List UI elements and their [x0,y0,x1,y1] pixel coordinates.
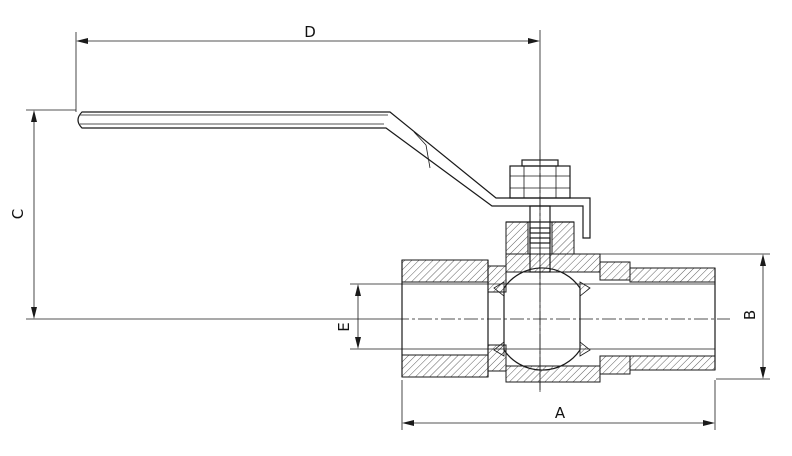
dimension-e: E [335,283,402,350]
dimension-label-e: E [335,322,353,331]
stem-bonnet [505,205,575,273]
dimension-label-a: A [555,404,566,422]
valve-body [401,253,716,383]
dimension-b: B [600,253,770,380]
dimension-label-c: C [9,209,27,219]
dimension-c: C [9,109,395,320]
dimension-label-d: D [304,23,316,41]
stem-nut [509,159,571,199]
dimension-d: D [75,23,541,390]
lever-handle [77,111,591,239]
ball [488,267,600,371]
dimension-a: A [401,380,716,430]
dimension-label-b: B [741,310,759,320]
